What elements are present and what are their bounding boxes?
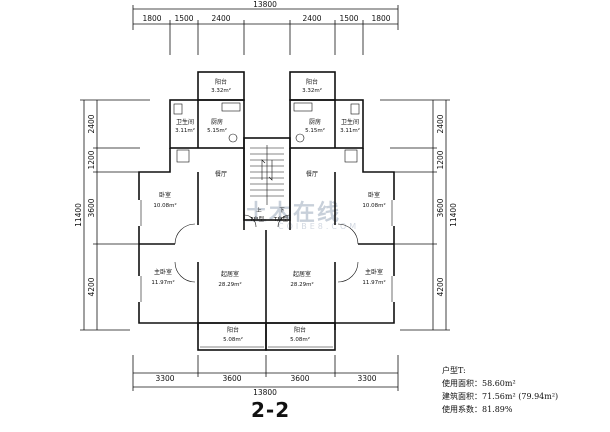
- stair-up-label: 上: [256, 206, 262, 214]
- top-dim-2: 1500: [174, 14, 193, 23]
- left-dim-3: 3600: [87, 198, 96, 217]
- door-swing-bedroom-right: [337, 223, 359, 245]
- kitchen-stove-right: [295, 133, 305, 143]
- unit-info-panel: 户型T: 使用面积：58.60m² 建筑面积：71.56m² (79.94m²)…: [442, 364, 558, 416]
- entry-door-swing-right: [277, 214, 291, 228]
- toilet-left: [173, 103, 183, 115]
- room-name: 卧室: [368, 191, 380, 199]
- room-area: 5.15m²: [207, 127, 227, 134]
- use-ratio: 使用系数：81.89%: [442, 405, 513, 414]
- stair-down-arrow: [268, 160, 273, 181]
- use-area: 使用面积：58.60m²: [442, 379, 516, 388]
- door-swing-master-left: [174, 261, 196, 283]
- room-area: 3.11m²: [340, 127, 360, 134]
- room-name: 主卧室: [365, 268, 383, 276]
- room-area: 3.11m²: [175, 127, 195, 134]
- right-dim-4: 4200: [436, 277, 445, 296]
- room-name: 主卧室: [154, 268, 172, 276]
- top-dim-4: 2400: [302, 14, 321, 23]
- room-name: 起居室: [293, 270, 311, 278]
- top-dim-5: 1500: [339, 14, 358, 23]
- drawing-title: 2-2: [251, 398, 291, 422]
- room-area: 5.08m²: [290, 336, 310, 343]
- shower-left: [176, 149, 190, 163]
- left-dim-2: 1200: [87, 150, 96, 169]
- room-name: 起居室: [221, 270, 239, 278]
- room-area: 5.08m²: [223, 336, 243, 343]
- left-dim-1: 2400: [87, 114, 96, 133]
- room-name: 厨房: [309, 118, 321, 126]
- unit-type-right: T户型: [273, 215, 289, 223]
- room-area: 5.15m²: [305, 127, 325, 134]
- room-name: 厨房: [211, 118, 223, 126]
- unit-type-left: T户型: [249, 215, 265, 223]
- room-area: 3.32m²: [302, 87, 322, 94]
- build-area: 建筑面积：71.56m² (79.94m²): [442, 392, 559, 401]
- watermark-subtext: COIBE8.COM: [278, 222, 360, 231]
- toilet-right: [350, 103, 360, 115]
- service-block-left-wall: [169, 99, 245, 149]
- room-area: 11.97m²: [362, 279, 385, 286]
- room-name: 餐厅: [306, 170, 318, 178]
- balcony-top-left-wall: [197, 71, 245, 101]
- top-total-dim: 13800: [253, 0, 277, 9]
- top-dim-3: 2400: [211, 14, 230, 23]
- stair-up-arrow: [261, 159, 266, 180]
- room-name: 卫生间: [341, 118, 359, 126]
- room-name: 阳台: [306, 78, 318, 86]
- outer-wall-right: [334, 148, 395, 330]
- room-name: 阳台: [294, 326, 306, 334]
- shower-right: [344, 149, 358, 163]
- right-dim-1: 2400: [436, 114, 445, 133]
- watermark-text: 土木在线: [245, 201, 342, 226]
- room-name: 卫生间: [176, 118, 194, 126]
- bottom-dim-4: 3300: [357, 374, 376, 383]
- left-total-dim: 11400: [74, 203, 83, 227]
- room-area: 28.29m²: [218, 281, 241, 288]
- room-area: 3.32m²: [211, 87, 231, 94]
- right-dim-2: 1200: [436, 150, 445, 169]
- kitchen-stove-left: [228, 133, 238, 143]
- balcony-top-right-wall: [289, 71, 336, 101]
- room-name: 阳台: [227, 326, 239, 334]
- left-dim-4: 4200: [87, 277, 96, 296]
- entry-door-swing-left: [243, 214, 257, 228]
- right-total-dim: 11400: [449, 203, 458, 227]
- room-area: 11.97m²: [151, 279, 174, 286]
- room-area: 10.08m²: [153, 202, 176, 209]
- kitchen-sink-left: [221, 102, 241, 112]
- room-area: 28.29m²: [290, 281, 313, 288]
- room-name: 阳台: [215, 78, 227, 86]
- stair-down-label: 下: [279, 207, 285, 214]
- top-dim-1: 1800: [142, 14, 161, 23]
- door-swing-master-right: [337, 261, 359, 283]
- kitchen-sink-right: [293, 102, 313, 112]
- bottom-dim-2: 3600: [222, 374, 241, 383]
- right-dim-3: 3600: [436, 198, 445, 217]
- room-area: 10.08m²: [362, 202, 385, 209]
- top-dim-6: 1800: [371, 14, 390, 23]
- unit-type-label: 户型T:: [442, 366, 466, 375]
- balcony-bottom-right-wall: [265, 322, 336, 351]
- bottom-dim-3: 3600: [290, 374, 309, 383]
- service-block-right-wall: [289, 99, 364, 149]
- bottom-dim-1: 3300: [155, 374, 174, 383]
- outer-wall-left: [138, 148, 199, 330]
- room-name: 餐厅: [215, 170, 227, 178]
- door-swing-bedroom-left: [174, 223, 196, 245]
- bottom-total-dim: 13800: [253, 388, 277, 397]
- room-name: 卧室: [159, 191, 171, 199]
